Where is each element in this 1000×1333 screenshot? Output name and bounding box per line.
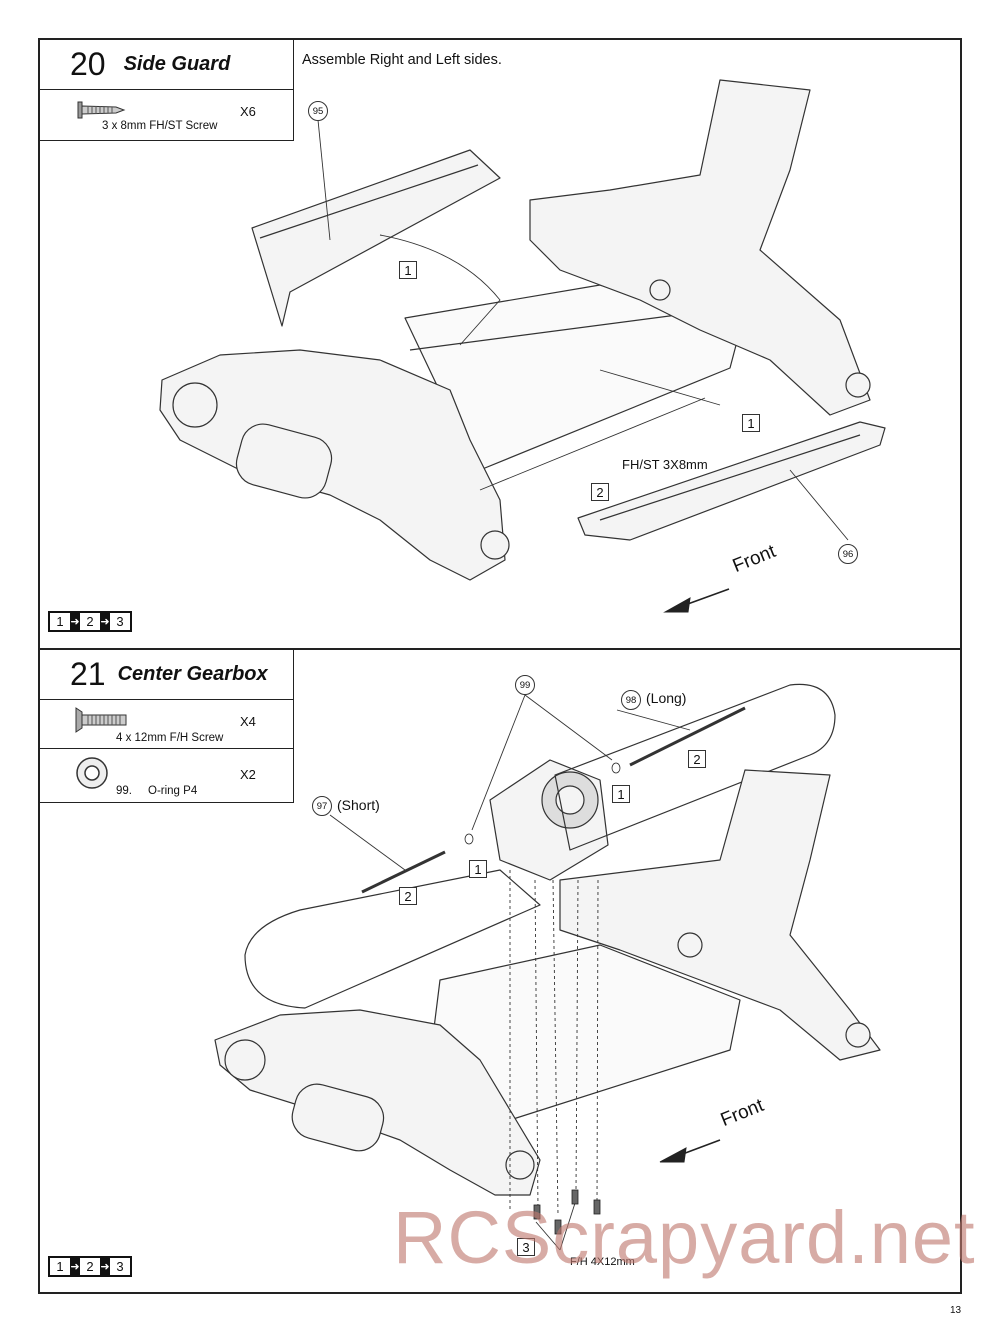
step-21-number: 21 xyxy=(70,656,106,692)
part-row-oring-p4: X2 99. O-ring P4 xyxy=(40,748,293,802)
step-20-name: Side Guard xyxy=(123,53,231,75)
screw-label-21: F/H 4X12mm xyxy=(570,1256,635,1268)
callout-99: 99 xyxy=(515,675,535,695)
step-marker-1-oring-left: 1 xyxy=(469,860,487,878)
side-guard-95 xyxy=(251,149,501,327)
short-label: (Short) xyxy=(337,797,380,813)
step-21-name: Center Gearbox xyxy=(117,663,268,685)
callout-95: 95 xyxy=(308,101,328,121)
step-marker-1-guard-right: 1 xyxy=(742,414,760,432)
step-marker-1-oring-right: 1 xyxy=(612,785,630,803)
part-row-screw-4x12: X4 4 x 12mm F/H Screw xyxy=(40,700,293,748)
side-guard-96 xyxy=(577,421,886,541)
step-20-note: Assemble Right and Left sides. xyxy=(302,52,502,68)
front-suspension-21 xyxy=(559,769,881,1061)
part-row-screw-3x8: X6 3 x 8mm FH/ST Screw xyxy=(40,90,293,140)
part-desc: 3 x 8mm FH/ST Screw xyxy=(102,120,218,132)
sequence-step-3: 3 xyxy=(110,1258,130,1275)
part-desc: O-ring P4 xyxy=(148,785,198,797)
callout-96: 96 xyxy=(838,544,858,564)
step-marker-2-screw: 2 xyxy=(591,483,609,501)
wheel-outline-rear xyxy=(244,869,541,1009)
o-ring-icon xyxy=(76,757,108,789)
step-marker-2-long: 2 xyxy=(688,750,706,768)
front-arrow-icon xyxy=(659,1147,687,1163)
sequence-step-2: 2 xyxy=(80,1258,100,1275)
step-21-header: 21 Center Gearbox X4 4 x 12mm F/H Screw … xyxy=(40,650,294,803)
step-20-title: 20 Side Guard xyxy=(40,40,293,90)
callout-97: 97 xyxy=(312,796,332,816)
step-20-number: 20 xyxy=(70,46,106,82)
part-qty: X4 xyxy=(240,714,256,729)
front-suspension-20 xyxy=(529,79,871,416)
wheel-outline-front xyxy=(554,683,836,851)
sequence-step-3: 3 xyxy=(110,613,130,630)
sequence-indicator: 1 ➜ 2 ➜ 3 xyxy=(48,611,132,632)
arrow-right-icon: ➜ xyxy=(70,616,80,628)
step-marker-1-guard: 1 xyxy=(399,261,417,279)
sequence-step-1: 1 xyxy=(50,613,70,630)
screw-label-20: FH/ST 3X8mm xyxy=(622,457,708,472)
flat-head-screw-icon xyxy=(75,707,127,733)
step-20-panel: 20 Side Guard X6 3 x 8mm FH/ST Screw Ass… xyxy=(38,38,962,650)
driveshaft-long-98 xyxy=(629,706,746,767)
step-20-header: 20 Side Guard X6 3 x 8mm FH/ST Screw xyxy=(40,40,294,141)
arrow-right-icon: ➜ xyxy=(70,1261,80,1273)
driveshaft-short-97 xyxy=(361,850,446,894)
step-21-panel: 21 Center Gearbox X4 4 x 12mm F/H Screw … xyxy=(38,648,962,1294)
sequence-step-2: 2 xyxy=(80,613,100,630)
step-21-title: 21 Center Gearbox xyxy=(40,650,293,700)
part-id: 99. xyxy=(116,785,132,797)
page-number: 13 xyxy=(950,1305,962,1316)
watermark: RCScrapyard.net xyxy=(393,1196,976,1279)
tapping-screw-icon xyxy=(77,101,126,119)
callout-98: 98 xyxy=(621,690,641,710)
part-desc: 4 x 12mm F/H Screw xyxy=(116,732,224,744)
sequence-step-1: 1 xyxy=(50,1258,70,1275)
long-label: (Long) xyxy=(646,690,687,706)
arrow-right-icon: ➜ xyxy=(100,1261,110,1273)
rear-suspension-20 xyxy=(159,349,506,581)
sequence-indicator: 1 ➜ 2 ➜ 3 xyxy=(48,1256,132,1277)
step-marker-3-screws: 3 xyxy=(517,1238,535,1256)
step-marker-2-short: 2 xyxy=(399,887,417,905)
front-arrow-icon xyxy=(663,597,691,613)
arrow-right-icon: ➜ xyxy=(100,616,110,628)
part-qty: X2 xyxy=(240,767,256,782)
part-qty: X6 xyxy=(240,104,256,119)
